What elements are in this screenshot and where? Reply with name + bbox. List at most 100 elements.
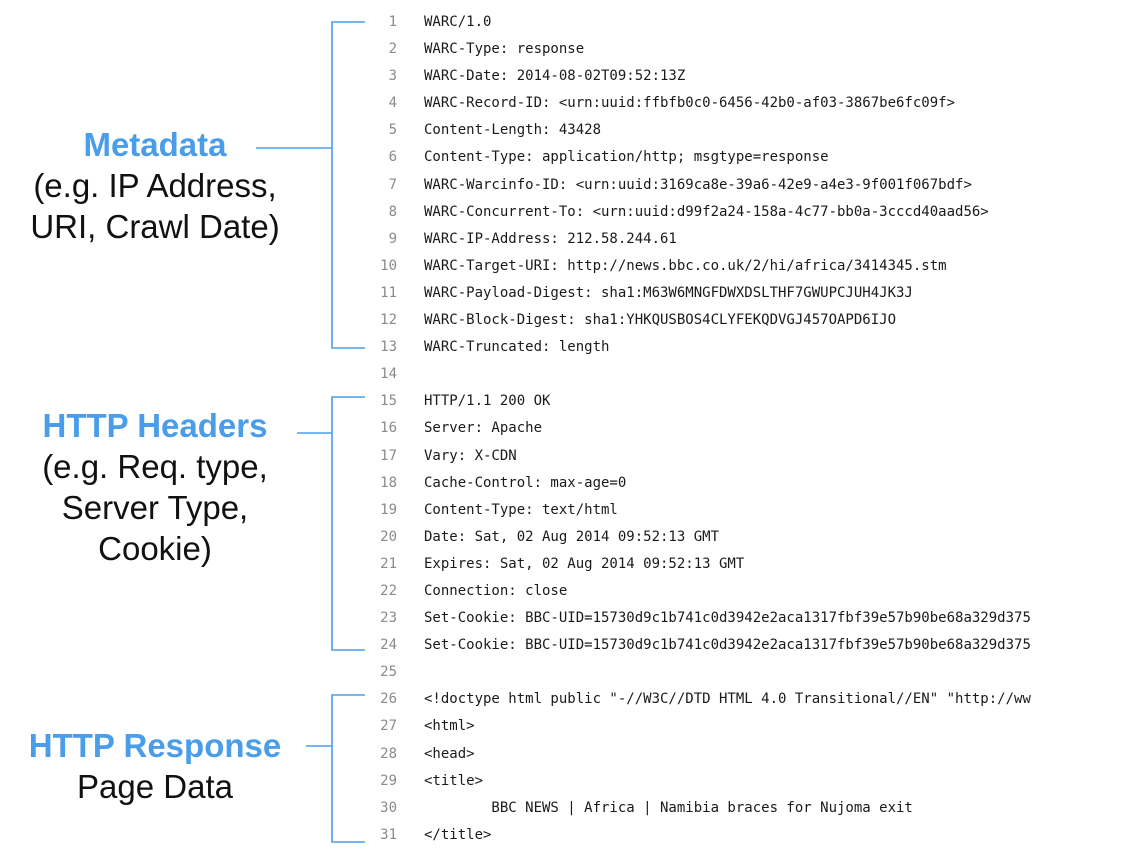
line-number: 3: [388, 68, 397, 85]
line-number: 12: [380, 312, 397, 329]
http-response-bracket: [331, 694, 365, 843]
code-line: 13 WARC-Truncated: length: [375, 334, 1126, 361]
code-line: 27 <html>: [375, 713, 1126, 740]
line-number: 2: [388, 41, 397, 58]
line-text: WARC-Warcinfo-ID: <urn:uuid:3169ca8e-39a…: [424, 176, 972, 193]
line-number: 20: [380, 528, 397, 545]
code-line: 12 WARC-Block-Digest: sha1:YHKQUSBOS4CLYF…: [375, 307, 1126, 334]
code-line: 23 Set-Cookie: BBC-UID=15730d9c1b741c0d39…: [375, 605, 1126, 632]
line-number: 17: [380, 447, 397, 464]
code-line: 17 Vary: X-CDN: [375, 443, 1126, 470]
line-number: 4: [388, 95, 397, 112]
code-line: 26 <!doctype html public "-//W3C//DTD HTM…: [375, 686, 1126, 713]
line-number: 24: [380, 637, 397, 654]
line-text: <html>: [424, 718, 475, 735]
line-text: </title>: [424, 826, 492, 843]
line-text: Cache-Control: max-age=0: [424, 474, 627, 491]
line-text: WARC-Record-ID: <urn:uuid:ffbfb0c0-6456-…: [424, 95, 956, 112]
line-number: 23: [380, 610, 397, 627]
metadata-title: Metadata: [83, 126, 227, 163]
line-number: 16: [380, 420, 397, 437]
http-headers-sub-1: (e.g. Req. type,: [42, 448, 268, 485]
line-text: Server: Apache: [424, 420, 543, 437]
http-headers-bracket: [331, 396, 365, 651]
line-number: 14: [380, 366, 397, 383]
code-line: 24 Set-Cookie: BBC-UID=15730d9c1b741c0d39…: [375, 632, 1126, 659]
line-number: 26: [380, 691, 397, 708]
code-line: 4 WARC-Record-ID: <urn:uuid:ffbfb0c0-6456…: [375, 90, 1126, 117]
code-line: 28 <head>: [375, 741, 1126, 768]
line-text: Content-Type: text/html: [424, 501, 618, 518]
line-number: 29: [380, 772, 397, 789]
line-text: Connection: close: [424, 582, 568, 599]
code-line: 14: [375, 361, 1126, 388]
line-text: Content-Length: 43428: [424, 122, 602, 139]
line-text: WARC/1.0: [424, 14, 492, 30]
warc-record-code: 1 WARC/1.0 2 WARC-Type: response 3 WARC-Date:…: [375, 9, 1126, 854]
line-number: 9: [388, 230, 397, 247]
code-line: 6 Content-Type: application/http; msgtype…: [375, 144, 1126, 171]
line-number: 22: [380, 582, 397, 599]
code-line: 18 Cache-Control: max-age=0: [375, 470, 1126, 497]
line-number: 10: [380, 257, 397, 274]
code-line: 20 Date: Sat, 02 Aug 2014 09:52:13 GMT: [375, 524, 1126, 551]
line-text: Expires: Sat, 02 Aug 2014 09:52:13 GMT: [424, 555, 745, 572]
line-number: 1: [388, 14, 397, 30]
line-text: HTTP/1.1 200 OK: [424, 393, 551, 410]
http-headers-label-group: HTTP Headers (e.g. Req. type, Server Typ…: [0, 405, 310, 569]
code-line: 25: [375, 659, 1126, 686]
line-text: BBC NEWS | Africa | Namibia braces for N…: [424, 799, 913, 816]
line-number: 15: [380, 393, 397, 410]
line-text: Set-Cookie: BBC-UID=15730d9c1b741c0d3942…: [424, 637, 1031, 654]
http-response-label-group: HTTP Response Page Data: [0, 725, 310, 807]
line-number: 21: [380, 555, 397, 572]
line-text: Date: Sat, 02 Aug 2014 09:52:13 GMT: [424, 528, 720, 545]
line-text: WARC-Block-Digest: sha1:YHKQUSBOS4CLYFEK…: [424, 312, 897, 329]
code-line: 1 WARC/1.0: [375, 9, 1126, 36]
line-text: WARC-Concurrent-To: <urn:uuid:d99f2a24-1…: [424, 203, 989, 220]
line-text: Vary: X-CDN: [424, 447, 517, 464]
line-text: <title>: [424, 772, 484, 789]
line-number: 27: [380, 718, 397, 735]
line-number: 11: [380, 284, 397, 301]
line-text: WARC-Truncated: length: [424, 339, 610, 356]
section-labels: Metadata (e.g. IP Address, URI, Crawl Da…: [0, 0, 320, 854]
code-line: 11 WARC-Payload-Digest: sha1:M63W6MNGFDWX…: [375, 280, 1126, 307]
line-text: Content-Type: application/http; msgtype=…: [424, 149, 829, 166]
code-line: 29 <title>: [375, 768, 1126, 795]
code-line: 30 BBC NEWS | Africa | Namibia braces fo…: [375, 795, 1126, 822]
line-text: <head>: [424, 745, 475, 762]
metadata-label-group: Metadata (e.g. IP Address, URI, Crawl Da…: [0, 124, 310, 247]
line-number: 6: [388, 149, 397, 166]
line-text: WARC-Date: 2014-08-02T09:52:13Z: [424, 68, 686, 85]
code-line: 31</title>: [375, 822, 1126, 849]
code-line: 16 Server: Apache: [375, 415, 1126, 442]
http-response-sub-1: Page Data: [77, 768, 233, 805]
line-number: 8: [388, 203, 397, 220]
code-line: 9 WARC-IP-Address: 212.58.244.61: [375, 226, 1126, 253]
metadata-bracket: [331, 21, 365, 349]
line-text: Set-Cookie: BBC-UID=15730d9c1b741c0d3942…: [424, 610, 1031, 627]
http-headers-sub-3: Cookie): [98, 530, 212, 567]
code-line: 2 WARC-Type: response: [375, 36, 1126, 63]
line-number: 19: [380, 501, 397, 518]
line-number: 30: [380, 799, 397, 816]
line-text: WARC-Payload-Digest: sha1:M63W6MNGFDWXDS…: [424, 284, 913, 301]
http-headers-title: HTTP Headers: [42, 407, 268, 444]
http-response-title: HTTP Response: [28, 727, 282, 764]
line-text: WARC-IP-Address: 212.58.244.61: [424, 230, 677, 247]
line-text: <!doctype html public "-//W3C//DTD HTML …: [424, 691, 1031, 708]
line-number: 25: [380, 664, 397, 681]
line-number: 28: [380, 745, 397, 762]
http-headers-sub-2: Server Type,: [61, 489, 249, 526]
line-number: 5: [388, 122, 397, 139]
metadata-sub-1: (e.g. IP Address,: [33, 167, 277, 204]
metadata-sub-2: URI, Crawl Date): [30, 208, 280, 245]
line-number: 18: [380, 474, 397, 491]
line-text: WARC-Type: response: [424, 41, 585, 58]
code-line: 8 WARC-Concurrent-To: <urn:uuid:d99f2a24-…: [375, 199, 1126, 226]
code-line: 22 Connection: close: [375, 578, 1126, 605]
code-line: 5 Content-Length: 43428: [375, 117, 1126, 144]
line-number: 13: [380, 339, 397, 356]
